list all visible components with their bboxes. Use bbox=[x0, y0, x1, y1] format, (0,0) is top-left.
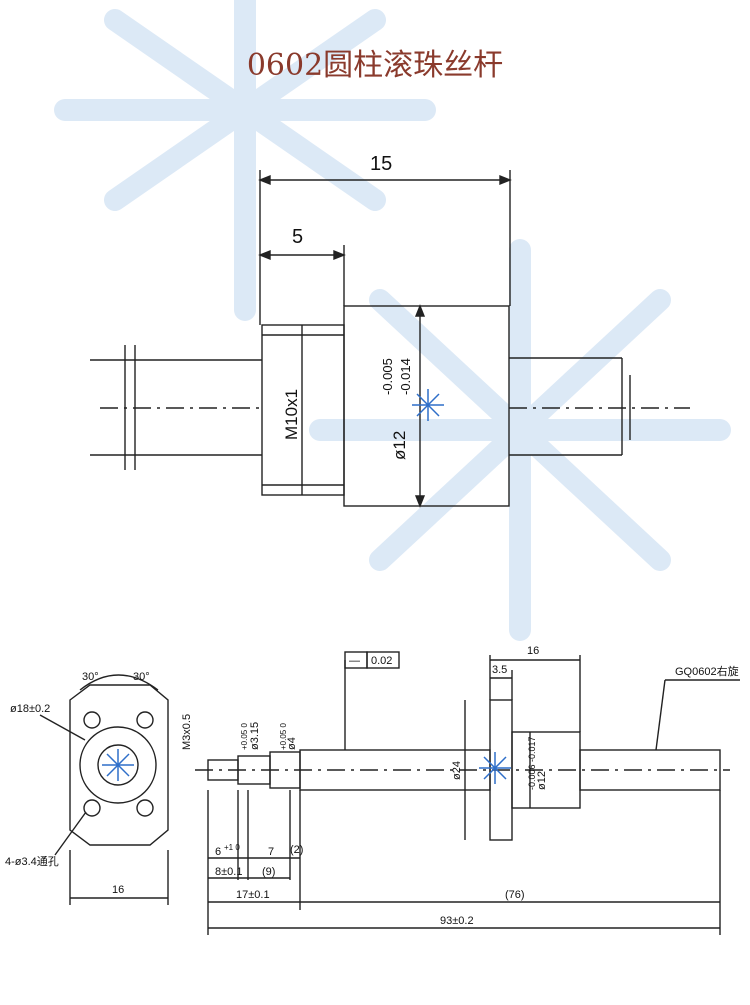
dim-8: 8±0.1 bbox=[215, 866, 242, 878]
dim-15: 15 bbox=[370, 153, 392, 175]
dia-b-tol: +0.05 0 bbox=[279, 723, 288, 750]
straightness-value: 0.02 bbox=[371, 655, 392, 667]
thread-spec: M3x0.5 bbox=[181, 714, 193, 750]
flange-dia: ø24 bbox=[451, 761, 463, 780]
flange-diameter: ø18±0.2 bbox=[10, 703, 50, 715]
angle-right: 30° bbox=[133, 671, 150, 683]
dim-5: 5 bbox=[292, 226, 303, 248]
dim-7: 7 bbox=[268, 846, 274, 858]
angle-left: 30° bbox=[82, 671, 99, 683]
screw-model: GQ0602右旋 bbox=[675, 664, 739, 678]
dim-76: (76) bbox=[505, 889, 525, 901]
dim-2: (2) bbox=[290, 844, 303, 856]
tol-upper: -0.005 bbox=[380, 358, 395, 395]
dim-9: (9) bbox=[262, 866, 275, 878]
dim-17: 17±0.1 bbox=[236, 889, 270, 901]
dia-a-tol: +0.05 0 bbox=[240, 723, 249, 750]
top-view bbox=[90, 170, 690, 508]
flange-thickness: 3.5 bbox=[492, 664, 507, 676]
shaft-view bbox=[195, 651, 740, 935]
nut-dia: ø12 bbox=[536, 771, 548, 790]
nut-length: 16 bbox=[527, 645, 539, 657]
dim-6: 6 bbox=[215, 846, 221, 858]
straightness-symbol: — bbox=[349, 655, 360, 667]
dia-a: ø3.15 bbox=[249, 722, 261, 750]
nut-dia-tol: -0.006 -0.017 bbox=[527, 736, 537, 790]
dim-6-tol: +1 0 bbox=[224, 843, 240, 852]
tol-lower: -0.014 bbox=[398, 358, 413, 395]
dim-93: 93±0.2 bbox=[440, 915, 474, 927]
center-mark-icon bbox=[102, 389, 511, 784]
drawing-title: 0602圆柱滚珠丝杆 bbox=[246, 48, 504, 83]
end-width: 16 bbox=[112, 884, 124, 896]
diameter-label: ø12 bbox=[390, 431, 409, 460]
dia-b: ø4 bbox=[286, 737, 298, 750]
holes-label: 4-ø3.4通孔 bbox=[5, 855, 59, 868]
thread-label: M10x1 bbox=[282, 389, 301, 440]
end-view bbox=[39, 674, 169, 905]
